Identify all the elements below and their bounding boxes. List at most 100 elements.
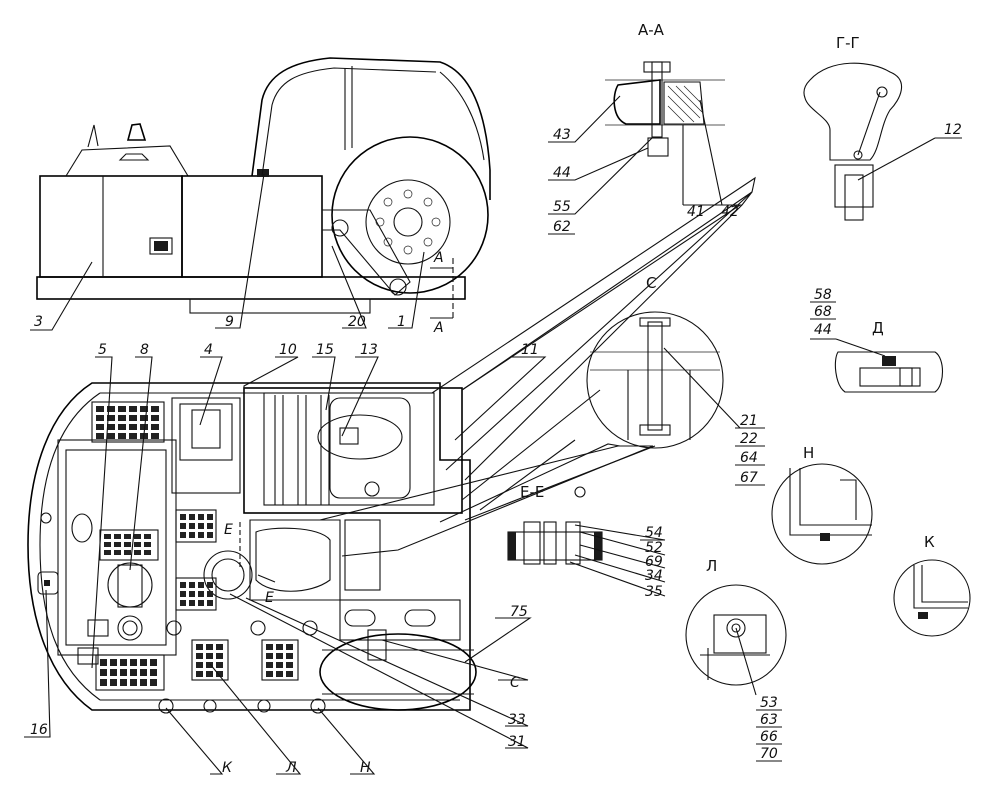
tank-body — [181, 175, 323, 278]
callout-43: 43 — [553, 127, 571, 143]
grill-cell — [129, 433, 137, 439]
grill-cell — [180, 514, 186, 520]
grill-cell — [118, 424, 126, 430]
section-mark-e-2: Е — [265, 590, 274, 606]
section-mark-e-1: Е — [224, 522, 233, 538]
detail-c-title: С — [646, 274, 656, 292]
grill-cell — [266, 662, 273, 668]
grill-cell — [196, 644, 203, 650]
detail-n-title: Н — [803, 444, 814, 462]
callout-44-d: 44 — [814, 322, 832, 338]
grill-cell — [286, 653, 293, 659]
callout-67: 67 — [740, 470, 758, 486]
callout-66: 66 — [760, 729, 778, 745]
grill-cell — [150, 669, 157, 676]
grill-cell — [100, 659, 107, 666]
cab-frame — [251, 57, 491, 200]
callout-58: 58 — [814, 287, 832, 303]
grill-cell — [207, 582, 213, 588]
grill-cell — [107, 424, 115, 430]
grill-cell — [198, 582, 204, 588]
callout-22: 22 — [740, 431, 758, 447]
grill-cell — [198, 532, 204, 538]
grill-cell — [198, 600, 204, 606]
callout-l: Л — [285, 760, 297, 776]
grill-cell — [206, 653, 213, 659]
grill-patterns — [96, 406, 293, 686]
grill-cell — [140, 424, 148, 430]
plan-view — [27, 382, 477, 714]
callout-70: 70 — [760, 746, 778, 762]
callout-c: С — [510, 675, 520, 691]
engine-hood — [39, 175, 183, 278]
grill-cell — [276, 662, 283, 668]
callout-35: 35 — [645, 584, 663, 600]
grill-cell — [180, 600, 186, 606]
grill-cell — [180, 582, 186, 588]
grill-cell — [276, 671, 283, 677]
detail-k-title: К — [924, 533, 935, 551]
detail-l: Л — [685, 557, 787, 696]
grill-cell — [180, 523, 186, 529]
grill-cell — [110, 679, 117, 686]
callout-55: 55 — [553, 199, 571, 215]
grill-cell — [180, 532, 186, 538]
section-mark-a-bottom: А — [433, 320, 444, 336]
grill-cell — [124, 542, 131, 547]
grill-cell — [96, 406, 104, 412]
grill-cell — [130, 659, 137, 666]
detail-n: Н — [771, 444, 873, 565]
callout-68: 68 — [814, 304, 832, 320]
projection-lines — [319, 176, 756, 557]
tank-plan — [243, 387, 463, 514]
callout-n: Н — [360, 760, 371, 776]
grill-cell — [140, 669, 147, 676]
grill-cell — [180, 591, 186, 597]
grill-cell — [107, 415, 115, 421]
grill-cell — [151, 433, 159, 439]
grill-cell — [144, 550, 151, 555]
detail-c: С — [586, 274, 765, 449]
callout-53: 53 — [760, 695, 778, 711]
grill-cell — [189, 591, 195, 597]
grill-cell — [140, 415, 148, 421]
callout-labels: 3 9 20 1 43 44 55 62 41 42 12 58 68 44 2… — [30, 122, 962, 776]
callout-54: 54 — [645, 525, 663, 541]
grill-cell — [150, 659, 157, 666]
section-gg: Г-Г — [803, 34, 962, 221]
grill-top — [91, 401, 165, 443]
grill-cell — [107, 406, 115, 412]
grill-cell — [134, 550, 141, 555]
grill-cell — [189, 582, 195, 588]
plan-outline — [27, 382, 471, 711]
grill-cell — [207, 591, 213, 597]
detail-k: К — [893, 533, 971, 637]
grill-cell — [124, 550, 131, 555]
callout-11: 11 — [521, 342, 539, 358]
callout-44: 44 — [553, 165, 571, 181]
grill-cell — [104, 534, 111, 539]
grill-cell — [151, 424, 159, 430]
callout-34: 34 — [645, 568, 663, 584]
callout-15: 15 — [316, 342, 334, 358]
grill-cell — [140, 406, 148, 412]
callout-64: 64 — [740, 450, 758, 466]
callout-41: 41 — [687, 204, 705, 220]
grill-cell — [129, 406, 137, 412]
callout-5: 5 — [98, 342, 107, 358]
grill-cell — [207, 514, 213, 520]
grill-cell — [196, 653, 203, 659]
section-gg-title: Г-Г — [836, 34, 860, 52]
grill-cell — [206, 662, 213, 668]
grill-cell — [207, 600, 213, 606]
callout-k: К — [222, 760, 233, 776]
callout-21: 21 — [740, 413, 758, 429]
grill-cell — [100, 679, 107, 686]
wheel — [331, 136, 489, 294]
grill-cell — [196, 662, 203, 668]
grill-cell — [266, 671, 273, 677]
grill-cell — [189, 600, 195, 606]
grill-cell — [104, 542, 111, 547]
detail-l-title: Л — [706, 557, 717, 575]
